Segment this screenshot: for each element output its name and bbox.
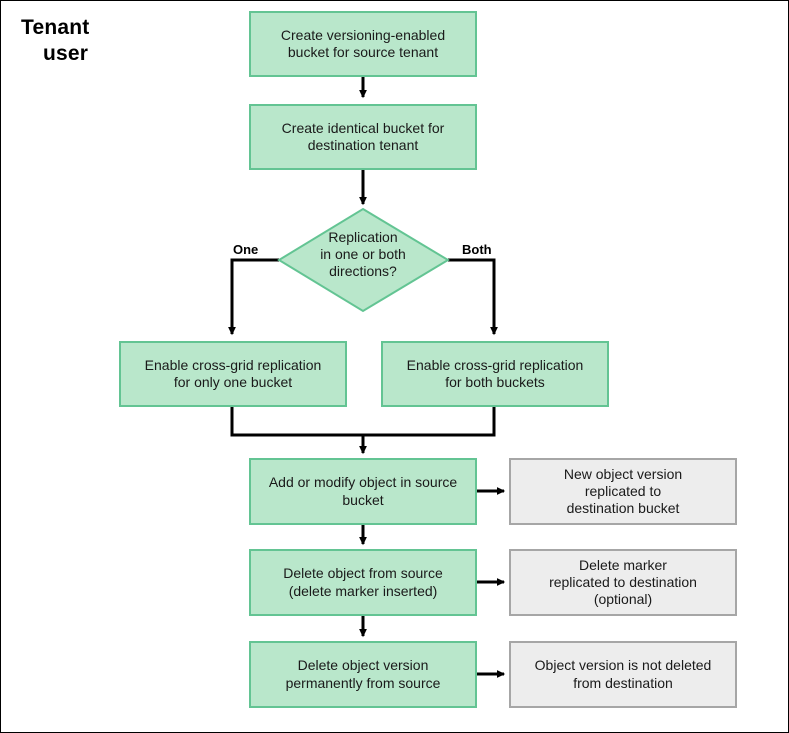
node-delete-version-permanently-line2: permanently from source bbox=[285, 674, 441, 691]
connector-decision-both-branch bbox=[448, 258, 498, 336]
node-new-object-version-result-line1: New object version bbox=[563, 465, 683, 482]
connector-decision-one-branch bbox=[228, 258, 279, 336]
node-new-object-version-result-line2: replicated to bbox=[584, 482, 662, 499]
node-add-modify-object[interactable]: Add or modify object in source bucket bbox=[249, 458, 477, 525]
node-enable-both-buckets[interactable]: Enable cross-grid replication for both b… bbox=[381, 341, 609, 407]
decision-diamond-shape bbox=[277, 207, 450, 313]
node-create-destination-bucket-line2: destination tenant bbox=[307, 137, 419, 153]
swimlane-title-line1: Tenant bbox=[21, 16, 90, 39]
swimlane-title-line2: user bbox=[43, 42, 89, 66]
node-delete-object-source-line1: Delete object from source bbox=[283, 565, 443, 582]
node-new-object-version-result-line3: destination bucket bbox=[566, 500, 680, 517]
connector-both-buckets-to-merge bbox=[363, 407, 496, 437]
node-enable-both-buckets-line2: for both buckets bbox=[445, 374, 545, 390]
node-delete-marker-result-line3: (optional) bbox=[593, 591, 653, 608]
node-create-source-bucket-line2: bucket for source tenant bbox=[287, 44, 439, 60]
node-version-not-deleted-result-line2: from destination bbox=[573, 674, 673, 691]
edge-label-both: Both bbox=[462, 242, 492, 257]
node-enable-one-bucket-line1: Enable cross-grid replication bbox=[144, 356, 322, 373]
node-delete-version-permanently[interactable]: Delete object version permanently from s… bbox=[249, 641, 477, 708]
node-create-source-bucket-line1: Create versioning-enabled bbox=[280, 26, 446, 43]
node-delete-marker-result-line1: Delete marker bbox=[579, 556, 667, 573]
node-enable-both-buckets-line1: Enable cross-grid replication bbox=[406, 356, 584, 373]
edge-label-one: One bbox=[233, 242, 259, 257]
node-enable-one-bucket[interactable]: Enable cross-grid replication for only o… bbox=[119, 341, 347, 407]
node-enable-one-bucket-line2: for only one bucket bbox=[173, 374, 293, 390]
connector-one-bucket-to-merge bbox=[230, 407, 363, 437]
node-delete-marker-result[interactable]: Delete marker replicated to destination … bbox=[509, 549, 737, 616]
node-add-modify-object-line2: bucket bbox=[342, 491, 384, 508]
node-add-modify-object-line1: Add or modify object in source bbox=[268, 474, 458, 491]
node-delete-object-source-line2: (delete marker inserted) bbox=[288, 582, 438, 599]
node-create-destination-bucket-line1: Create identical bucket for bbox=[281, 119, 445, 136]
node-version-not-deleted-result-line1: Object version is not deleted bbox=[534, 657, 712, 674]
swimlane-title: Tenant user bbox=[21, 15, 201, 68]
node-delete-version-permanently-line1: Delete object version bbox=[297, 657, 429, 674]
node-delete-object-source[interactable]: Delete object from source (delete marker… bbox=[249, 549, 477, 616]
node-create-destination-bucket[interactable]: Create identical bucket for destination … bbox=[249, 104, 477, 170]
node-create-source-bucket[interactable]: Create versioning-enabled bucket for sou… bbox=[249, 11, 477, 77]
node-new-object-version-result[interactable]: New object version replicated to destina… bbox=[509, 458, 737, 525]
node-delete-marker-result-line2: replicated to destination bbox=[549, 573, 697, 590]
node-version-not-deleted-result[interactable]: Object version is not deleted from desti… bbox=[509, 641, 737, 708]
